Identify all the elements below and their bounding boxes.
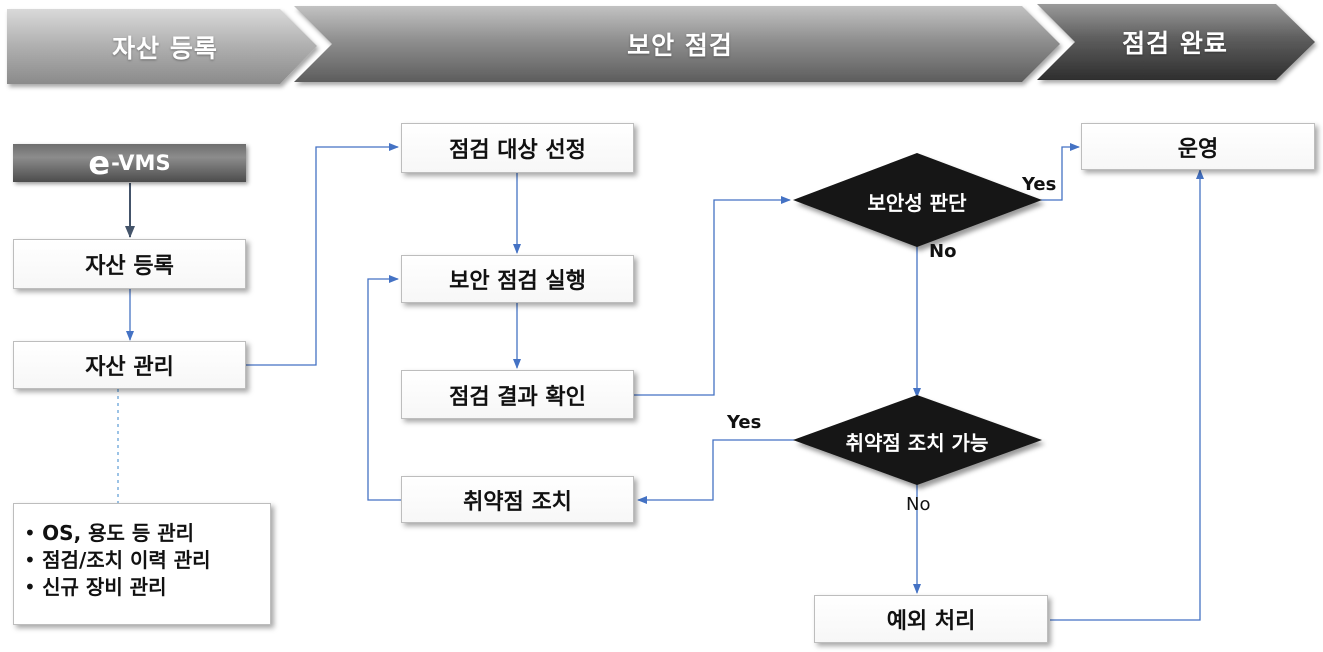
arrow-result-to-decision bbox=[634, 196, 791, 396]
operation-box: 운영 bbox=[1081, 123, 1315, 170]
asset-manage-box: 자산 관리 bbox=[13, 341, 246, 389]
security-decision-label: 보안성 판단 bbox=[867, 191, 967, 215]
note-item-new-device: 신규 장비 관리 bbox=[24, 574, 270, 601]
arrow-manage-to-select bbox=[231, 143, 399, 366]
decision-no-label: No bbox=[929, 241, 957, 262]
note-item-os: OS, 용도 등 관리 bbox=[24, 520, 270, 547]
phase-security-check-label: 보안 점검 bbox=[627, 31, 733, 60]
asset-manage-notes: OS, 용도 등 관리 점검/조치 이력 관리 신규 장비 관리 bbox=[13, 503, 271, 625]
evms-logo: e-VMS bbox=[13, 144, 246, 182]
arrow-vuln-yes-to-action bbox=[637, 439, 795, 504]
evms-logo-text: -VMS bbox=[111, 151, 171, 175]
vuln-possible-label: 취약점 조치 가능 bbox=[845, 431, 989, 455]
vuln-possible-diamond bbox=[793, 395, 1042, 485]
security-decision-diamond bbox=[793, 153, 1042, 247]
select-target-box: 점검 대상 선정 bbox=[401, 123, 634, 173]
vuln-yes-label: Yes bbox=[727, 412, 762, 433]
phase-check-complete-label: 점검 완료 bbox=[1122, 29, 1228, 58]
phase-asset-register-label: 자산 등록 bbox=[112, 34, 218, 63]
check-result-box: 점검 결과 확인 bbox=[401, 370, 634, 419]
arrow-exception-to-operation bbox=[1050, 169, 1204, 621]
vuln-action-box: 취약점 조치 bbox=[401, 476, 634, 523]
vuln-no-label: No bbox=[906, 494, 931, 515]
phase-banner bbox=[7, 4, 1315, 84]
run-check-box: 보안 점검 실행 bbox=[401, 255, 634, 303]
arrow-decision-yes-to-operation bbox=[1040, 143, 1080, 201]
decision-yes-label: Yes bbox=[1022, 174, 1057, 195]
phase-asset-register-chevron bbox=[7, 9, 317, 84]
note-item-history: 점검/조치 이력 관리 bbox=[24, 547, 270, 574]
asset-register-box: 자산 등록 bbox=[13, 239, 246, 289]
phase-security-check-chevron bbox=[294, 6, 1060, 82]
evms-logo-e: e bbox=[88, 144, 111, 182]
arrow-action-to-run bbox=[367, 275, 402, 501]
phase-check-complete-chevron bbox=[1037, 4, 1315, 80]
exception-box: 예외 처리 bbox=[814, 595, 1048, 643]
